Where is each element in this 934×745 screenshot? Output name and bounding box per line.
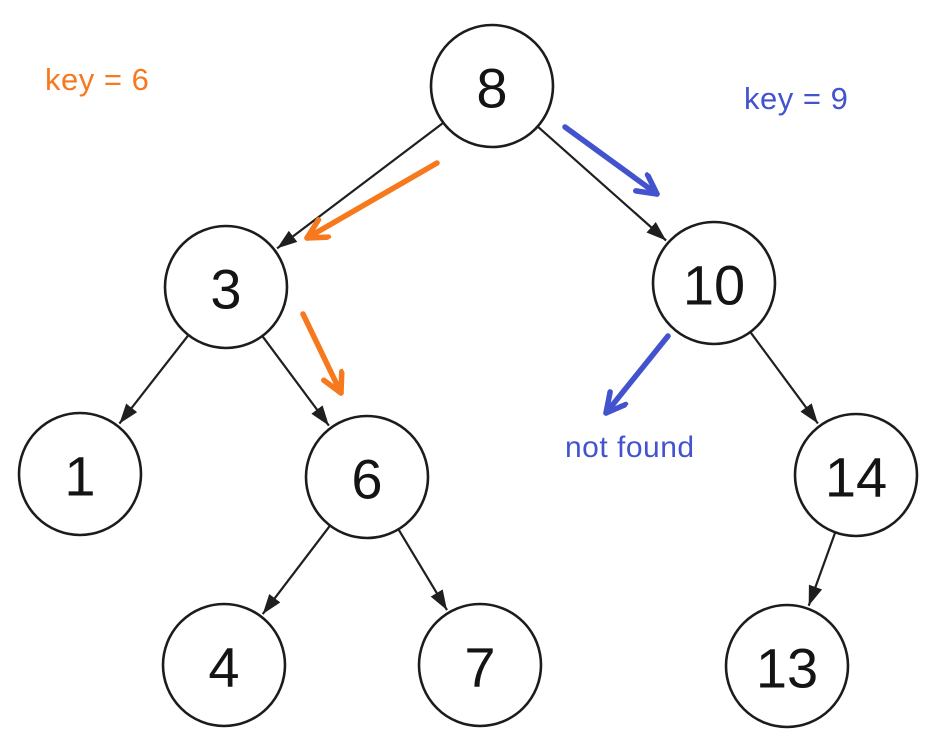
node-value-7: 7 — [464, 636, 495, 699]
node-value-14: 14 — [825, 446, 887, 509]
search-9-arrow-1 — [562, 124, 660, 197]
tree-node-3: 3 — [163, 224, 289, 350]
node-circle-3 — [163, 224, 289, 350]
tree-node-6: 6 — [304, 414, 430, 540]
search-9-arrow-2 — [603, 333, 671, 416]
node-value-10: 10 — [683, 254, 745, 317]
search-key-6-label: key = 6 — [45, 62, 150, 97]
node-value-13: 13 — [756, 637, 818, 700]
tree-node-10: 10 — [651, 220, 777, 346]
node-circle-10 — [651, 220, 777, 346]
tree-node-7: 7 — [417, 602, 543, 728]
node-circle-8 — [429, 23, 555, 149]
tree-node-14: 14 — [793, 412, 919, 538]
node-circle-6 — [304, 414, 430, 540]
node-value-1: 1 — [64, 445, 95, 508]
edge-6-7 — [397, 529, 448, 611]
node-value-8: 8 — [476, 57, 507, 120]
search-key-9-label: key = 9 — [744, 81, 849, 116]
edge-3-6 — [262, 336, 330, 427]
edge-8-3 — [276, 122, 444, 250]
edge-8-10 — [537, 126, 667, 242]
tree-node-4: 4 — [161, 602, 287, 728]
tree-node-8: 8 — [429, 23, 555, 149]
node-circle-13 — [724, 603, 850, 729]
node-circle-7 — [417, 602, 543, 728]
search-6-arrow-2 — [300, 311, 341, 396]
node-circle-4 — [161, 602, 287, 728]
edge-10-14 — [750, 332, 819, 425]
edge-6-4 — [261, 525, 331, 615]
edge-14-13 — [807, 532, 836, 607]
node-value-3: 3 — [210, 258, 241, 321]
node-circle-1 — [17, 411, 143, 537]
node-value-4: 4 — [208, 636, 239, 699]
search-6-arrow-1 — [304, 160, 440, 241]
node-circle-14 — [793, 412, 919, 538]
node-value-6: 6 — [351, 448, 382, 511]
not-found-label: not found — [565, 431, 695, 464]
edge-3-1 — [118, 335, 189, 425]
tree-node-1: 1 — [17, 411, 143, 537]
tree-node-13: 13 — [724, 603, 850, 729]
